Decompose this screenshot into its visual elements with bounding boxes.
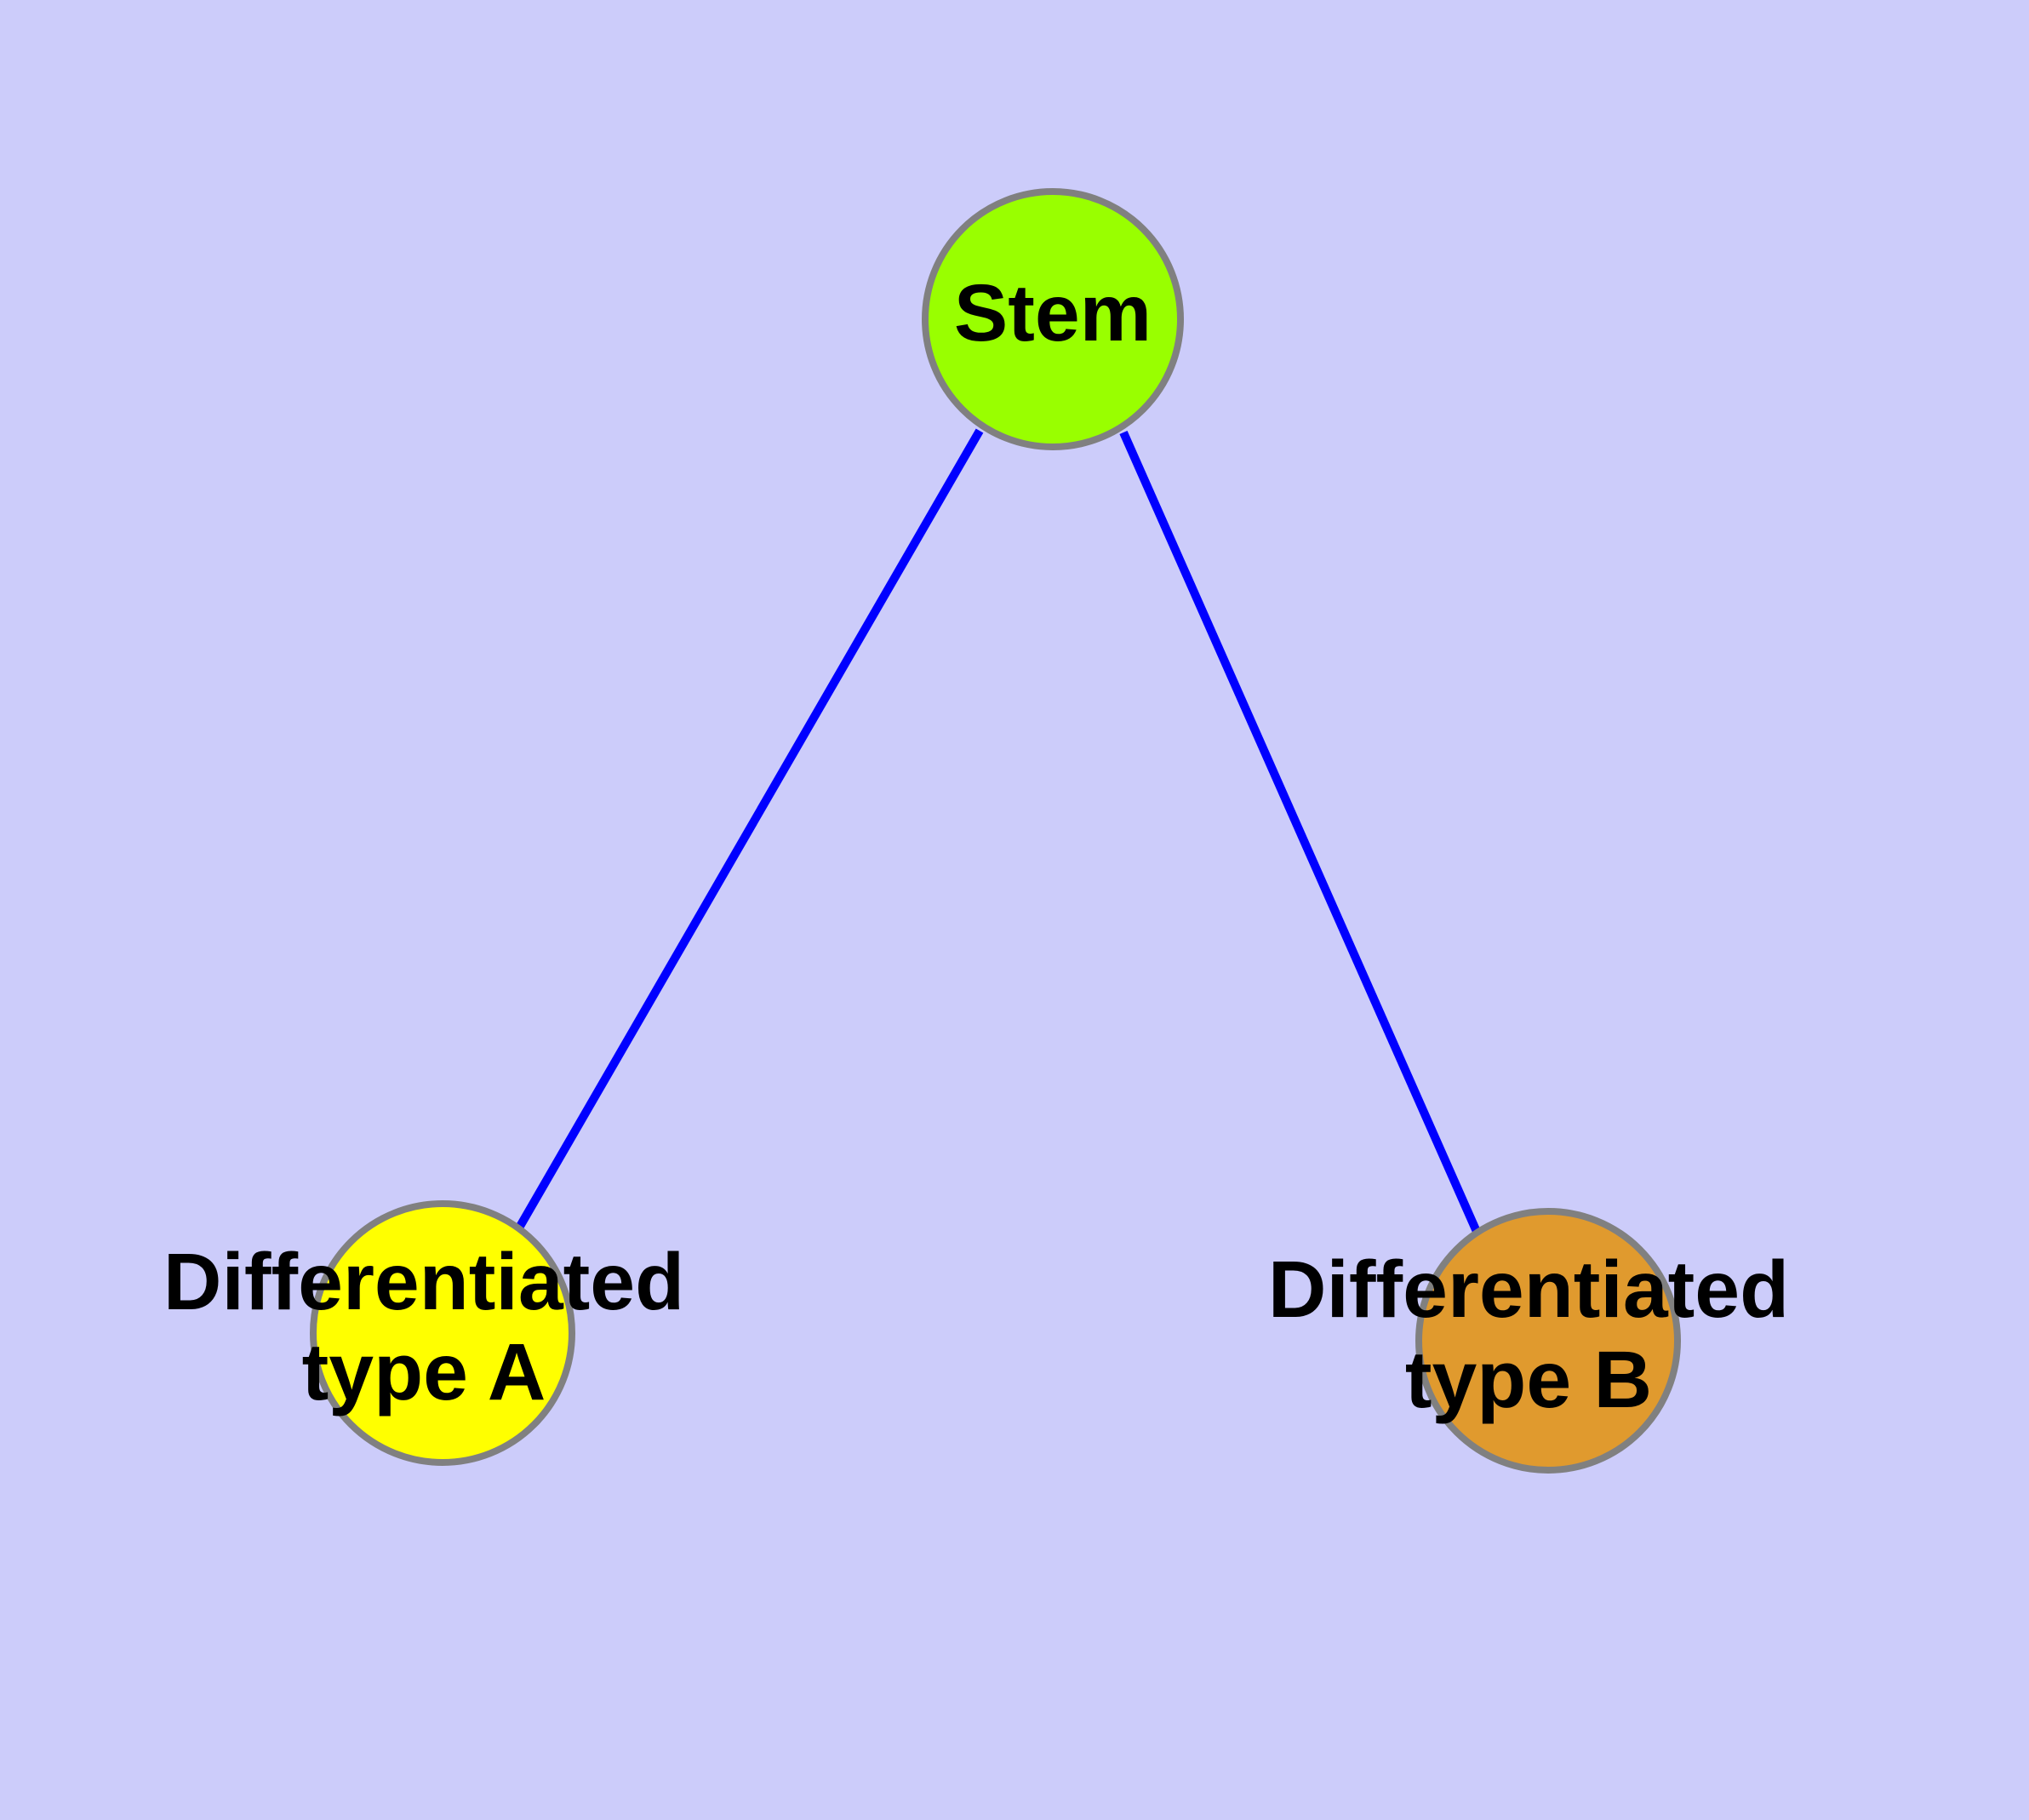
node-circle-stem[interactable] (922, 188, 1184, 450)
node-circle-diff_b[interactable] (1415, 1208, 1681, 1474)
nodes-group (310, 188, 1681, 1474)
edge-stem-diff-a[interactable] (514, 428, 984, 1232)
node-label-stem: Stem (954, 268, 1152, 358)
node-label-line: type A (302, 1327, 546, 1417)
edge-stem-diff-b[interactable] (1119, 430, 1482, 1236)
node-label-line: Differentiated (1268, 1245, 1789, 1335)
node-label-line: Stem (954, 268, 1152, 358)
node-label-line: Differentiated (163, 1237, 684, 1327)
node-circle-diff_a[interactable] (310, 1200, 575, 1466)
node-label-line: type B (1405, 1335, 1652, 1425)
edges-group (514, 428, 1482, 1236)
